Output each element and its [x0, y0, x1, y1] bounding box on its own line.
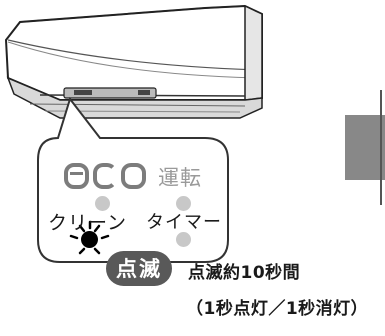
side-tab: [345, 115, 385, 180]
callout-bubble: [37, 96, 229, 263]
blink-rays: [69, 220, 110, 255]
operation-label: 運転: [158, 166, 202, 190]
blink-interval-text: （1秒点灯／1秒消灯）: [186, 299, 369, 319]
side-tab-divider: [380, 90, 382, 205]
blink-duration-text: 点滅約10秒間: [188, 263, 301, 283]
eco-lamp: [95, 196, 110, 211]
clean-label: クリーン: [48, 212, 128, 234]
timer-label: タイマー: [146, 212, 222, 233]
air-conditioner-unit: [4, 4, 263, 119]
clean-lamp: [81, 231, 98, 248]
timer-lamp: [176, 232, 191, 247]
eco-logo-icon: [64, 163, 147, 189]
operation-lamp: [176, 196, 191, 211]
blink-badge: 点滅: [106, 251, 172, 286]
